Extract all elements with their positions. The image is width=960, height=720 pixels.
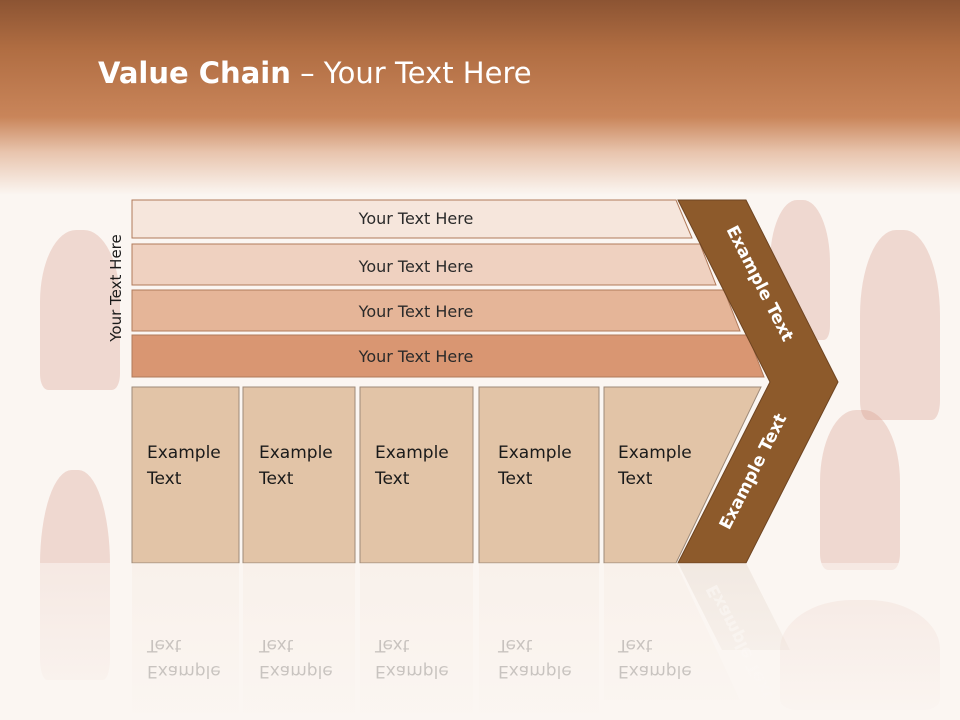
- reflection-text-1-line2: Text: [147, 635, 182, 655]
- column-text-2-line2: Text: [259, 469, 294, 489]
- reflection-text-2-line1: Example: [259, 661, 333, 681]
- reflection-text-2-line2: Text: [259, 635, 294, 655]
- title-bold: Value Chain: [98, 56, 291, 90]
- background-figure: [820, 410, 900, 570]
- column-text-3-line1: Example: [375, 443, 449, 463]
- bar-label-1: Your Text Here: [358, 209, 474, 228]
- bar-2: [131, 243, 717, 286]
- header-band: [0, 0, 960, 195]
- column-3: [359, 386, 474, 564]
- column-text-3: Example Text: [375, 440, 449, 492]
- reflection-fade: [0, 563, 960, 713]
- reflection-text-5-line1: Example: [618, 661, 692, 681]
- title-rest: – Your Text Here: [290, 56, 532, 90]
- column-2: [242, 386, 356, 564]
- column-text-5-line1: Example: [618, 443, 692, 463]
- bar-3: [131, 289, 741, 332]
- column-1: [131, 386, 240, 564]
- slide-title: Value Chain – Your Text Here: [98, 56, 532, 90]
- column-text-3-line2: Text: [375, 469, 410, 489]
- reflection-text-4-line1: Example: [498, 661, 572, 681]
- column-4: [478, 386, 600, 564]
- column-text-1-line1: Example: [147, 443, 221, 463]
- reflection-text-4: Example Text: [498, 632, 572, 684]
- column-text-1-line2: Text: [147, 469, 182, 489]
- reflection-text-1-line1: Example: [147, 661, 221, 681]
- bar-label-4: Your Text Here: [358, 347, 474, 366]
- reflection-text-4-line2: Text: [498, 635, 533, 655]
- reflection-text-1: Example Text: [147, 632, 221, 684]
- reflection-text-2: Example Text: [259, 632, 333, 684]
- background-figure: [860, 230, 940, 420]
- reflection-text-5-line2: Text: [618, 635, 653, 655]
- column-text-5-line2: Text: [618, 469, 653, 489]
- bar-4: [131, 334, 765, 378]
- bar-label-3: Your Text Here: [358, 302, 474, 321]
- background-figure: [40, 230, 120, 390]
- column-text-1: Example Text: [147, 440, 221, 492]
- column-text-4-line1: Example: [498, 443, 572, 463]
- column-text-4-line2: Text: [498, 469, 533, 489]
- reflection-text-3: Example Text: [375, 632, 449, 684]
- reflection-text-3-line2: Text: [375, 635, 410, 655]
- bar-1: [131, 199, 693, 239]
- column-text-4: Example Text: [498, 440, 572, 492]
- reflection-text-3-line1: Example: [375, 661, 449, 681]
- column-text-2: Example Text: [259, 440, 333, 492]
- column-text-5: Example Text: [618, 440, 692, 492]
- bar-label-2: Your Text Here: [358, 257, 474, 276]
- reflection-text-5: Example Text: [618, 632, 692, 684]
- column-text-2-line1: Example: [259, 443, 333, 463]
